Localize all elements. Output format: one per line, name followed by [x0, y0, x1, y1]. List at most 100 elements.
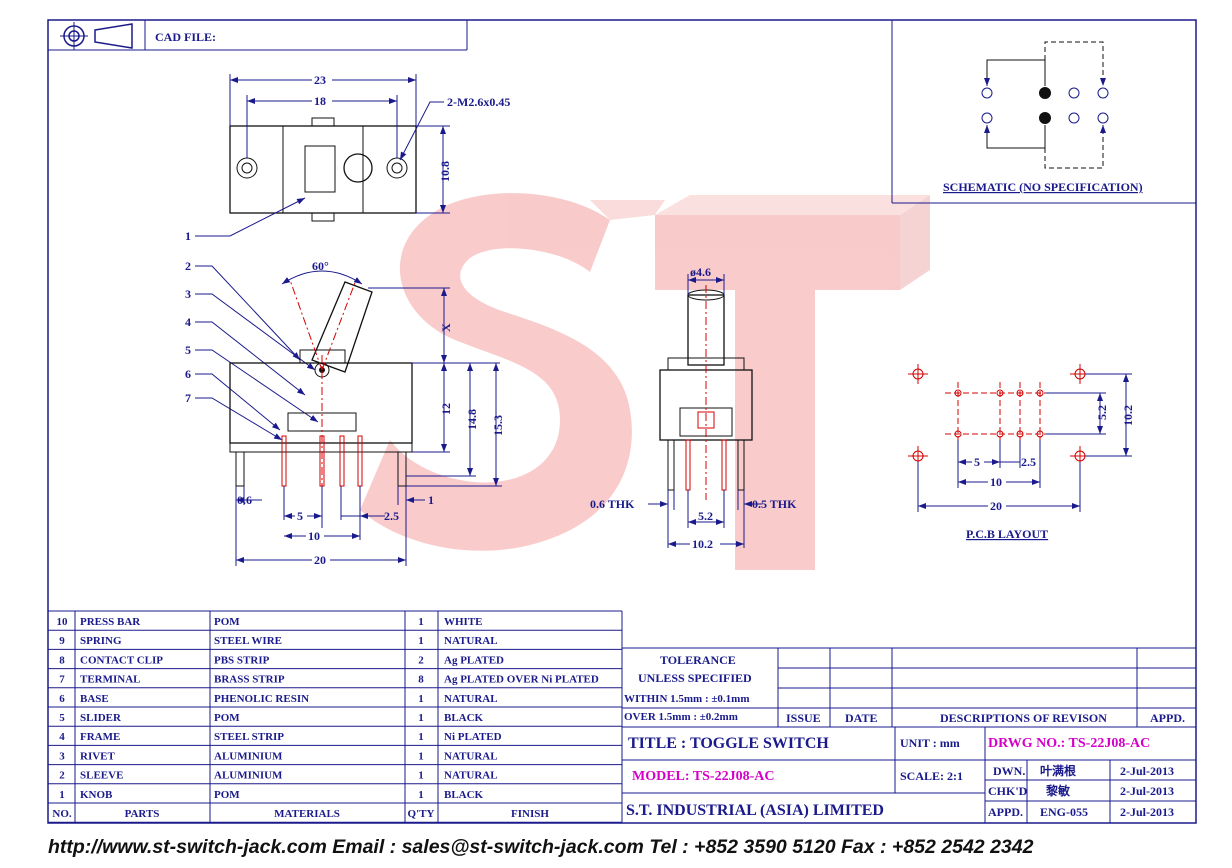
- rev-date: DATE: [845, 711, 877, 725]
- bom-finish: BLACK: [444, 712, 484, 724]
- bom-no: 10: [57, 616, 69, 628]
- bom-part: PRESS BAR: [80, 616, 141, 628]
- bom-no: 6: [59, 693, 65, 705]
- pcb-dim-20: 20: [990, 499, 1002, 513]
- chkd-date: 2-Jul-2013: [1120, 784, 1174, 798]
- bom-part: SLEEVE: [80, 770, 123, 782]
- drwg-no: DRWG NO.: TS-22J08-AC: [988, 736, 1150, 751]
- pcb-dim-5-2: 5.2: [1095, 405, 1109, 420]
- bom-material: STEEL WIRE: [214, 635, 282, 647]
- bom-header: NO.: [52, 808, 72, 820]
- bom-finish: Ag PLATED: [444, 654, 504, 666]
- bom-finish: NATURAL: [444, 635, 498, 647]
- bom-part: RIVET: [80, 750, 116, 762]
- bom-qty: 1: [418, 770, 424, 782]
- bom-part: SPRING: [80, 635, 122, 647]
- angle-60: 60°: [312, 259, 329, 273]
- hole-note: 2-M2.6x0.45: [447, 95, 510, 109]
- top-view: 23 18 10.8 2-M2.6x0.45: [229, 72, 510, 222]
- bom-finish: NATURAL: [444, 750, 498, 762]
- bom-no: 9: [59, 635, 65, 647]
- sheet-border: [47, 19, 1197, 824]
- bom-part: BASE: [80, 693, 109, 705]
- bom-finish: Ag PLATED OVER Ni PLATED: [444, 674, 599, 686]
- bom-header: PARTS: [125, 808, 160, 820]
- top-dim-10-8: 10.8: [438, 161, 452, 182]
- dim-x: X: [439, 323, 453, 332]
- bom-material: POM: [214, 789, 240, 801]
- unit-text: UNIT : mm: [900, 736, 960, 750]
- top-dim-23: 23: [314, 73, 326, 87]
- dim-5: 5: [297, 509, 303, 523]
- pcb-dim-10: 10: [990, 475, 1002, 489]
- contact-footer: http://www.st-switch-jack.com Email : sa…: [48, 836, 1034, 858]
- rev-issue: ISSUE: [786, 711, 821, 725]
- dim-15-3: 15.3: [491, 415, 505, 436]
- model-text: MODEL: TS-22J08-AC: [632, 769, 774, 784]
- top-dim-18: 18: [314, 94, 326, 108]
- title-text: TITLE : TOGGLE SWITCH: [628, 735, 829, 752]
- cad-header: CAD FILE:: [48, 20, 468, 51]
- pcb-dim-2-5: 2.5: [1021, 455, 1036, 469]
- dim-20: 20: [314, 553, 326, 567]
- bom-finish: NATURAL: [444, 770, 498, 782]
- bom-qty: 1: [418, 693, 424, 705]
- dim-5-2: 5.2: [698, 509, 713, 523]
- dwn-date: 2-Jul-2013: [1120, 764, 1174, 778]
- title-block: [622, 647, 1196, 823]
- bom-no: 1: [59, 789, 65, 801]
- appd-date: 2-Jul-2013: [1120, 805, 1174, 819]
- bom-finish: WHITE: [444, 616, 483, 628]
- pcb-dim-5: 5: [974, 455, 980, 469]
- bom-qty: 1: [418, 789, 424, 801]
- end-view: ø4.6 0.6 THK 0.5 THK 5.2 10.2: [590, 265, 797, 551]
- bom-material: POM: [214, 712, 240, 724]
- ref-5: 5: [185, 343, 191, 357]
- pcb-dim-10-2: 10.2: [1121, 405, 1135, 426]
- bom-material: PBS STRIP: [214, 654, 270, 666]
- rev-descriptions: DESCRIPTIONS OF REVISON: [940, 711, 1107, 725]
- bom-no: 3: [59, 750, 65, 762]
- bom-header: Q'TY: [408, 808, 435, 820]
- part-callouts: 1 2 3 4 5 6 7: [185, 197, 319, 441]
- tolerance-line4: OVER 1.5mm : ±0.2mm: [624, 711, 738, 723]
- bom-finish: Ni PLATED: [444, 731, 502, 743]
- side-view: 60° X 12 14.8 15.3 0.6 1 5 2.5 10: [229, 259, 505, 567]
- scale-text: SCALE: 2:1: [900, 769, 963, 783]
- tolerance-line3: WITHIN 1.5mm : ±0.1mm: [624, 693, 750, 705]
- chkd-name: 黎敏: [1046, 783, 1071, 798]
- rev-appd: APPD.: [1150, 711, 1185, 725]
- appd-label: APPD.: [988, 805, 1023, 819]
- dim-dia-4-6: ø4.6: [690, 265, 711, 279]
- appd-name: ENG-055: [1040, 805, 1088, 819]
- bom-qty: 1: [418, 616, 424, 628]
- bom-header: MATERIALS: [274, 808, 340, 820]
- tolerance-line2: UNLESS SPECIFIED: [638, 671, 752, 685]
- tolerance-line1: TOLERANCE: [660, 653, 736, 667]
- bom-no: 7: [59, 674, 65, 686]
- bom-no: 4: [59, 731, 65, 743]
- bom-qty: 2: [418, 654, 424, 666]
- bom-qty: 8: [418, 674, 424, 686]
- bom-material: BRASS STRIP: [214, 674, 285, 686]
- schematic-label: SCHEMATIC (NO SPECIFICATION): [943, 180, 1143, 194]
- schematic: SCHEMATIC (NO SPECIFICATION): [891, 20, 1196, 204]
- title-block-text: TOLERANCE UNLESS SPECIFIED WITHIN 1.5mm …: [624, 653, 1185, 819]
- bom-qty: 1: [418, 731, 424, 743]
- dim-14-8: 14.8: [465, 409, 479, 430]
- bom-material: POM: [214, 616, 240, 628]
- projection-cone-icon: [94, 23, 133, 49]
- st-watermark: ST: [360, 193, 930, 570]
- dim-0-6-thk: 0.6 THK: [590, 497, 635, 511]
- bom-material: ALUMINIUM: [214, 770, 283, 782]
- chkd-label: CHK'D: [988, 784, 1028, 798]
- ref-4: 4: [185, 315, 191, 329]
- ref-3: 3: [185, 287, 191, 301]
- bom-part: KNOB: [80, 789, 113, 801]
- bom-no: 5: [59, 712, 65, 724]
- ref-2: 2: [185, 259, 191, 273]
- dim-12: 12: [439, 403, 453, 415]
- dwn-label: DWN.: [993, 764, 1025, 778]
